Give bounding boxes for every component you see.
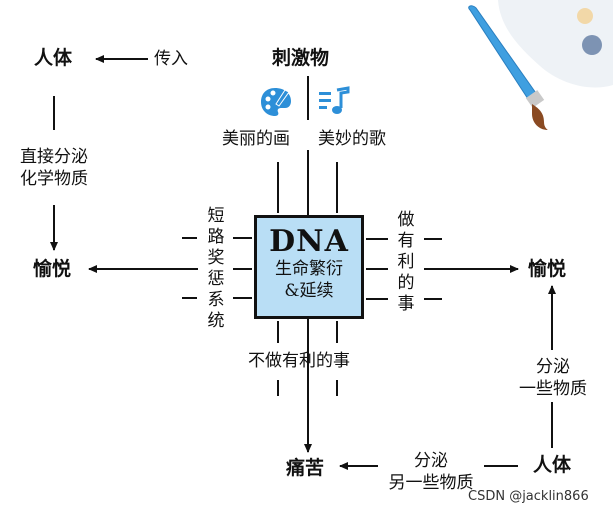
- direct-secrete-label: 直接分泌 化学物质: [20, 147, 88, 189]
- stimulus-node: 刺激物: [272, 47, 330, 69]
- secrete-other-label: 分泌 另一些物质: [388, 451, 474, 493]
- beautiful-song-label: 美妙的歌: [318, 129, 386, 149]
- do-beneficial-label: 做有利的事: [397, 210, 415, 314]
- short-reward-system-label: 短路奖惩系统: [207, 206, 225, 331]
- paint-palette-brush-icon: [468, 0, 613, 130]
- beautiful-painting-label: 美丽的画: [222, 129, 290, 149]
- dna-subtitle-line2: &延续: [284, 281, 334, 301]
- pain-node: 痛苦: [286, 457, 325, 479]
- dna-box: DNA 生命繁衍 &延续: [254, 215, 364, 319]
- body-bottom-node: 人体: [533, 454, 572, 476]
- palette-icon: [261, 88, 291, 116]
- not-do-beneficial-label: 不做有利的事: [248, 351, 350, 371]
- secrete-some-label: 分泌 一些物质: [519, 357, 587, 399]
- transmit-label: 传入: [154, 49, 188, 69]
- body-top-node: 人体: [34, 47, 73, 69]
- pleasure-left-node: 愉悦: [33, 258, 72, 280]
- dna-title: DNA: [269, 224, 349, 259]
- dna-subtitle-line1: 生命繁衍: [275, 259, 343, 279]
- csdn-watermark: CSDN @jacklin866: [468, 489, 589, 504]
- pleasure-right-node: 愉悦: [528, 258, 567, 280]
- music-notes-icon: [319, 86, 350, 114]
